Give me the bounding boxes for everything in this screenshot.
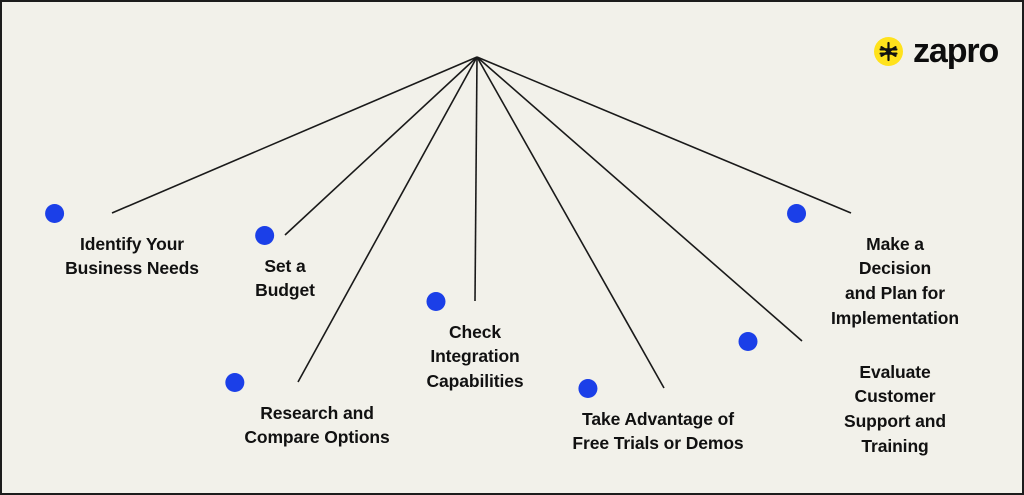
node-dot-evaluate-customer-support[interactable]	[738, 331, 758, 351]
node-evaluate-customer-support[interactable]: Evaluate Customer Support and Training	[738, 331, 959, 459]
node-label-research-compare-options: Research and Compare Options	[244, 402, 390, 448]
node-check-integration-capabilities[interactable]: Check Integration Capabilities	[426, 291, 524, 395]
node-label-evaluate-customer-support: Evaluate Customer Support and Training	[844, 361, 946, 457]
node-label-identify-business-needs: Identify Your Business Needs	[65, 233, 199, 279]
edge-to-check-integration-capabilities	[474, 56, 478, 302]
node-dot-make-decision-plan-implementation[interactable]	[787, 203, 807, 223]
node-free-trials-or-demos[interactable]: Take Advantage of Free Trials or Demos	[572, 378, 744, 457]
brand-wordmark: zapro	[913, 32, 999, 70]
node-research-compare-options[interactable]: Research and Compare Options	[225, 372, 390, 451]
node-dot-research-compare-options[interactable]	[225, 372, 245, 392]
node-label-make-decision-plan-implementation: Make a Decision and Plan for Implementat…	[831, 233, 959, 329]
node-label-free-trials-or-demos: Take Advantage of Free Trials or Demos	[572, 408, 744, 454]
node-dot-identify-business-needs[interactable]	[45, 203, 65, 223]
node-dot-free-trials-or-demos[interactable]	[578, 378, 598, 398]
node-dot-check-integration-capabilities[interactable]	[426, 291, 446, 311]
zapro-asterisk-icon	[874, 36, 903, 66]
node-label-check-integration-capabilities: Check Integration Capabilities	[426, 321, 524, 392]
node-label-set-a-budget: Set a Budget	[255, 255, 315, 301]
node-set-a-budget[interactable]: Set a Budget	[255, 225, 315, 304]
node-dot-set-a-budget[interactable]	[255, 225, 275, 245]
node-make-decision-plan-implementation[interactable]: Make a Decision and Plan for Implementat…	[787, 203, 959, 331]
edge-to-make-decision-plan-implementation	[476, 56, 852, 214]
edge-to-identify-business-needs	[111, 56, 478, 214]
edge-to-evaluate-customer-support	[476, 56, 803, 342]
edge-to-set-a-budget	[284, 56, 478, 236]
brand-logo: zapro	[874, 32, 999, 70]
node-identify-business-needs[interactable]: Identify Your Business Needs	[45, 203, 199, 282]
